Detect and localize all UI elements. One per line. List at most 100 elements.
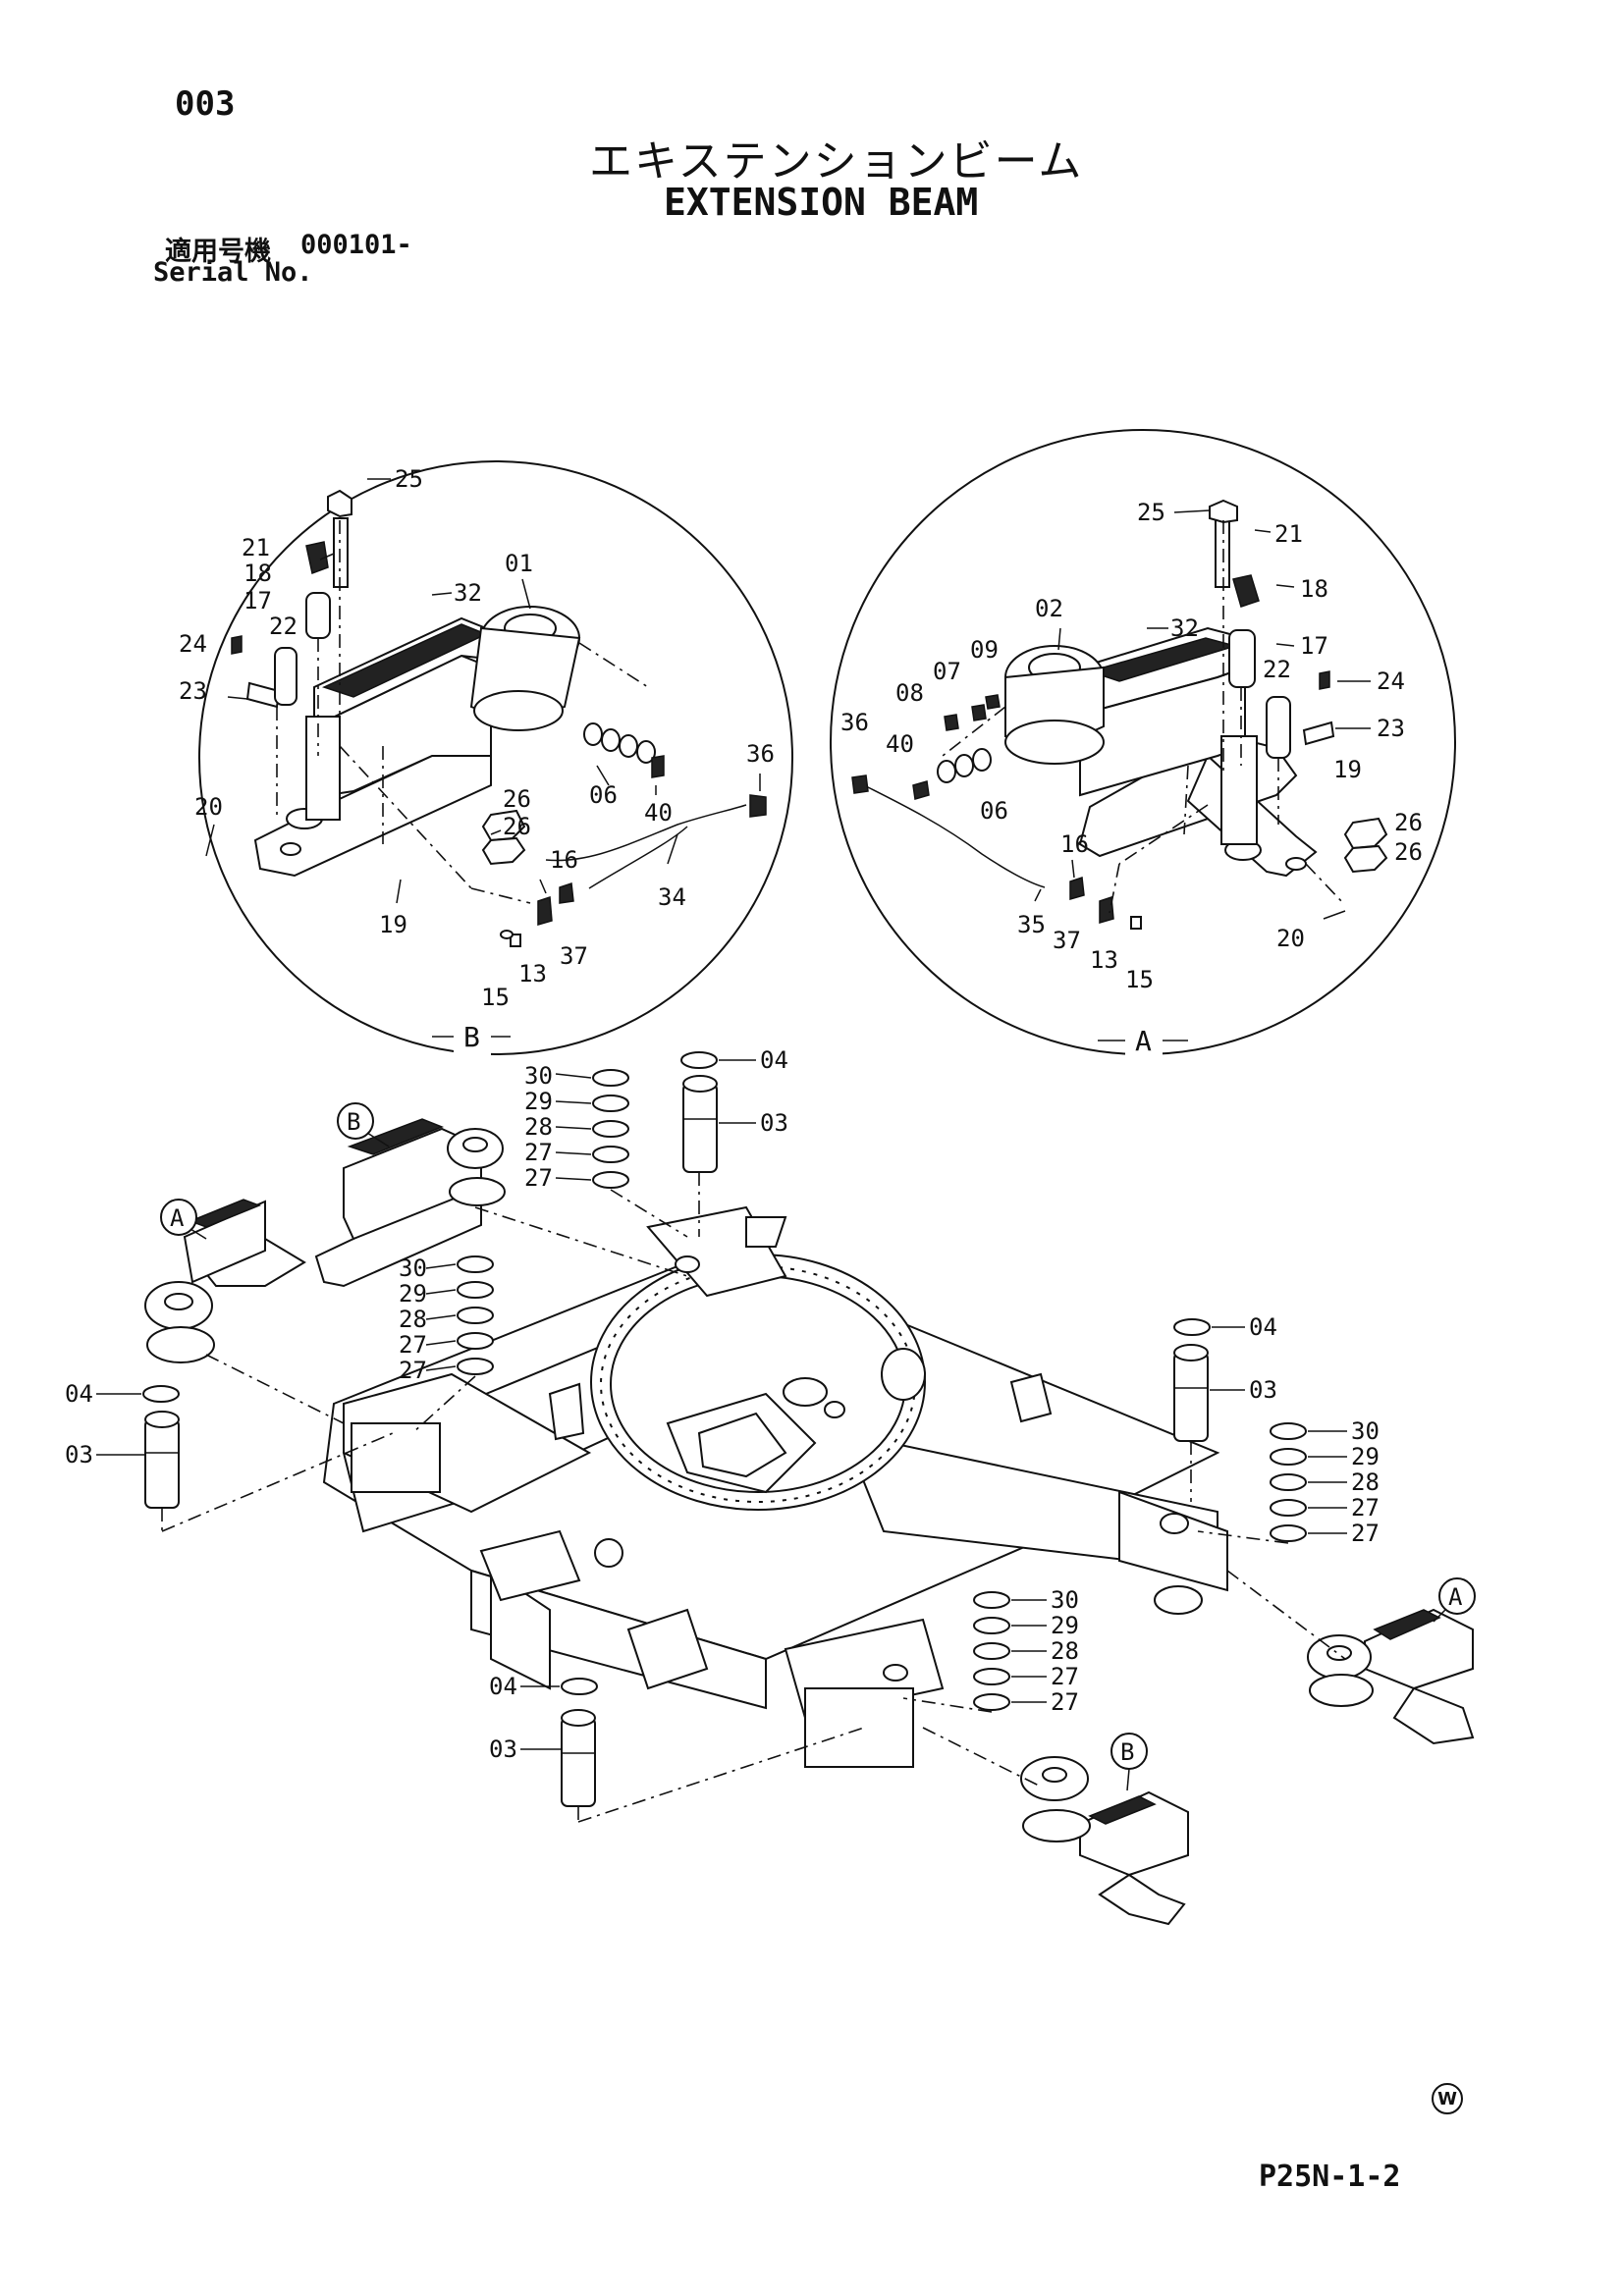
callout-32: 32 <box>1170 614 1199 642</box>
track-frame-drawing <box>322 1205 1228 1768</box>
callout-17: 17 <box>1300 632 1328 660</box>
ref-marker-b: B <box>347 1108 360 1136</box>
callout-28: 28 <box>1051 1637 1079 1665</box>
title-japanese: エキステンションビーム <box>589 136 1084 187</box>
callout-25: 25 <box>1137 499 1165 526</box>
callout-21: 21 <box>1274 520 1303 548</box>
callout-23: 23 <box>1377 715 1405 742</box>
pins <box>142 1051 1211 1807</box>
callout-03: 03 <box>65 1441 93 1468</box>
callout-15: 15 <box>481 984 510 1011</box>
callout-27: 27 <box>524 1164 553 1192</box>
callout-04: 04 <box>1249 1313 1277 1341</box>
callout-06: 06 <box>980 797 1008 825</box>
extension-beam-a-right <box>1307 1608 1475 1745</box>
callout-27: 27 <box>1351 1494 1380 1522</box>
callout-37: 37 <box>1053 927 1081 954</box>
callout-20: 20 <box>194 793 223 821</box>
callout-27: 27 <box>1051 1663 1079 1690</box>
callout-02: 02 <box>1035 595 1063 622</box>
callout-29: 29 <box>399 1280 427 1308</box>
callout-28: 28 <box>1351 1468 1380 1496</box>
callout-24: 24 <box>179 630 207 658</box>
extension-beam-b-lower <box>1020 1756 1189 1926</box>
shims <box>457 1069 1307 1711</box>
main-callouts: 30 29 28 27 27 04 03 30 29 28 27 27 04 0… <box>65 1046 1380 1763</box>
callout-15: 15 <box>1125 966 1154 993</box>
callout-40: 40 <box>886 730 914 758</box>
callout-18: 18 <box>244 560 272 587</box>
ref-markers: B A A B <box>160 1102 1476 1791</box>
callout-30: 30 <box>1351 1417 1380 1445</box>
callout-22: 22 <box>1263 656 1291 683</box>
callout-04: 04 <box>489 1673 517 1700</box>
callout-32: 32 <box>454 579 482 607</box>
callout-26: 26 <box>1394 838 1423 866</box>
callout-06: 06 <box>589 781 618 809</box>
ref-marker-a: A <box>170 1204 185 1232</box>
callout-03: 03 <box>489 1735 517 1763</box>
callout-28: 28 <box>399 1306 427 1333</box>
callout-40: 40 <box>644 799 673 827</box>
callout-19: 19 <box>379 911 407 938</box>
serial-label-english: Serial No. <box>153 257 313 288</box>
callout-26: 26 <box>1394 809 1423 836</box>
callout-29: 29 <box>1051 1612 1079 1639</box>
callout-30: 30 <box>1051 1586 1079 1614</box>
callout-37: 37 <box>560 942 588 970</box>
ref-marker-b: B <box>1120 1738 1134 1766</box>
page-code: P25N-1-2 <box>1259 2160 1401 2194</box>
callout-27: 27 <box>524 1139 553 1166</box>
callout-07: 07 <box>933 658 961 685</box>
callout-03: 03 <box>760 1109 788 1137</box>
detail-a-label: A <box>1135 1025 1152 1057</box>
callout-13: 13 <box>518 960 547 988</box>
callout-27: 27 <box>1051 1688 1079 1716</box>
callout-18: 18 <box>1300 575 1328 603</box>
ref-marker-a: A <box>1448 1583 1463 1611</box>
page-number: 003 <box>175 84 236 124</box>
extension-beam-a-upper-left <box>144 1199 306 1363</box>
callout-08: 08 <box>895 679 924 707</box>
callout-25: 25 <box>395 465 423 493</box>
extension-beam-b-drawing <box>231 489 767 947</box>
serial-value: 000101- <box>300 230 412 260</box>
callout-20: 20 <box>1276 925 1305 952</box>
callout-29: 29 <box>1351 1443 1380 1470</box>
serial-label-japanese: 適用号機 <box>165 237 271 267</box>
callout-16: 16 <box>550 846 578 874</box>
w-mark-icon: W <box>1432 2083 1463 2114</box>
callout-26: 26 <box>503 785 531 813</box>
callout-03: 03 <box>1249 1376 1277 1404</box>
callout-28: 28 <box>524 1113 553 1141</box>
callout-01: 01 <box>505 550 533 577</box>
extension-beam-a-drawing <box>851 499 1388 930</box>
callout-13: 13 <box>1090 946 1118 974</box>
detail-b-label: B <box>463 1021 480 1053</box>
callout-16: 16 <box>1060 830 1089 858</box>
callout-30: 30 <box>399 1255 427 1282</box>
extension-beam-b-upper <box>314 1118 506 1288</box>
detail-a: 25 21 18 17 22 24 23 32 02 09 07 08 36 4… <box>830 429 1456 1066</box>
callout-04: 04 <box>760 1046 788 1074</box>
callout-29: 29 <box>524 1088 553 1115</box>
callout-17: 17 <box>244 587 272 614</box>
callout-34: 34 <box>658 883 686 911</box>
callout-27: 27 <box>399 1331 427 1359</box>
detail-b: 25 21 18 17 22 24 23 32 01 26 26 06 40 3… <box>179 460 793 1058</box>
callout-19: 19 <box>1333 756 1362 783</box>
callout-27: 27 <box>399 1357 427 1384</box>
callout-36: 36 <box>840 709 869 736</box>
callout-26: 26 <box>503 813 531 840</box>
callout-21: 21 <box>242 534 270 561</box>
title-english: EXTENSION BEAM <box>664 181 979 224</box>
callout-23: 23 <box>179 677 207 705</box>
callout-30: 30 <box>524 1062 553 1090</box>
callout-27: 27 <box>1351 1520 1380 1547</box>
callout-36: 36 <box>746 740 775 768</box>
callout-24: 24 <box>1377 667 1405 695</box>
callout-09: 09 <box>970 636 999 664</box>
callout-04: 04 <box>65 1380 93 1408</box>
callout-22: 22 <box>269 613 298 640</box>
